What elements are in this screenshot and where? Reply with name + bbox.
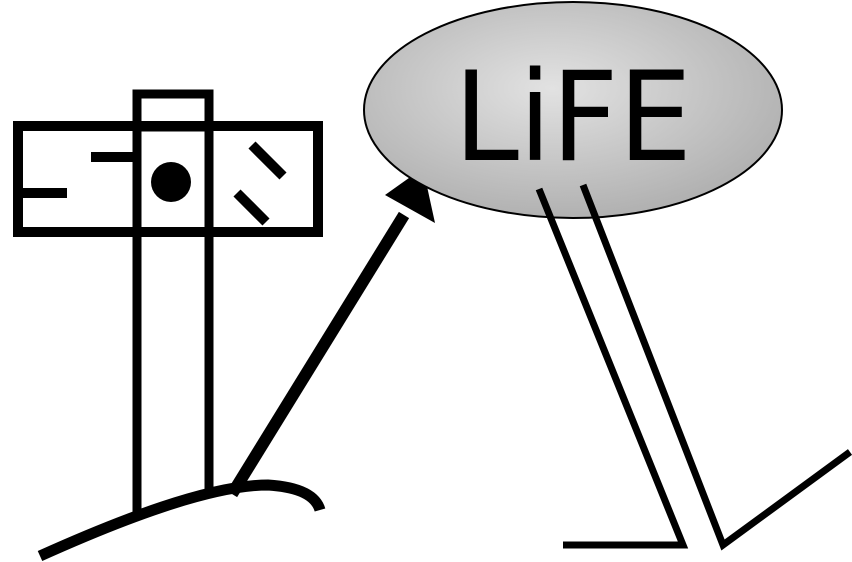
- right-leg: [583, 185, 850, 545]
- ground-hill: [40, 485, 320, 556]
- signpost-center-dot: [151, 162, 191, 202]
- left-leg: [539, 189, 683, 545]
- signpost-slash-lower: [237, 193, 266, 222]
- bubble-text: LiFE: [454, 46, 692, 190]
- arrow-shaft: [232, 215, 404, 494]
- life-bubble: LiFE: [364, 2, 782, 218]
- signpost-slash-upper: [252, 145, 283, 176]
- legs: [539, 185, 850, 545]
- signpost: [18, 94, 318, 512]
